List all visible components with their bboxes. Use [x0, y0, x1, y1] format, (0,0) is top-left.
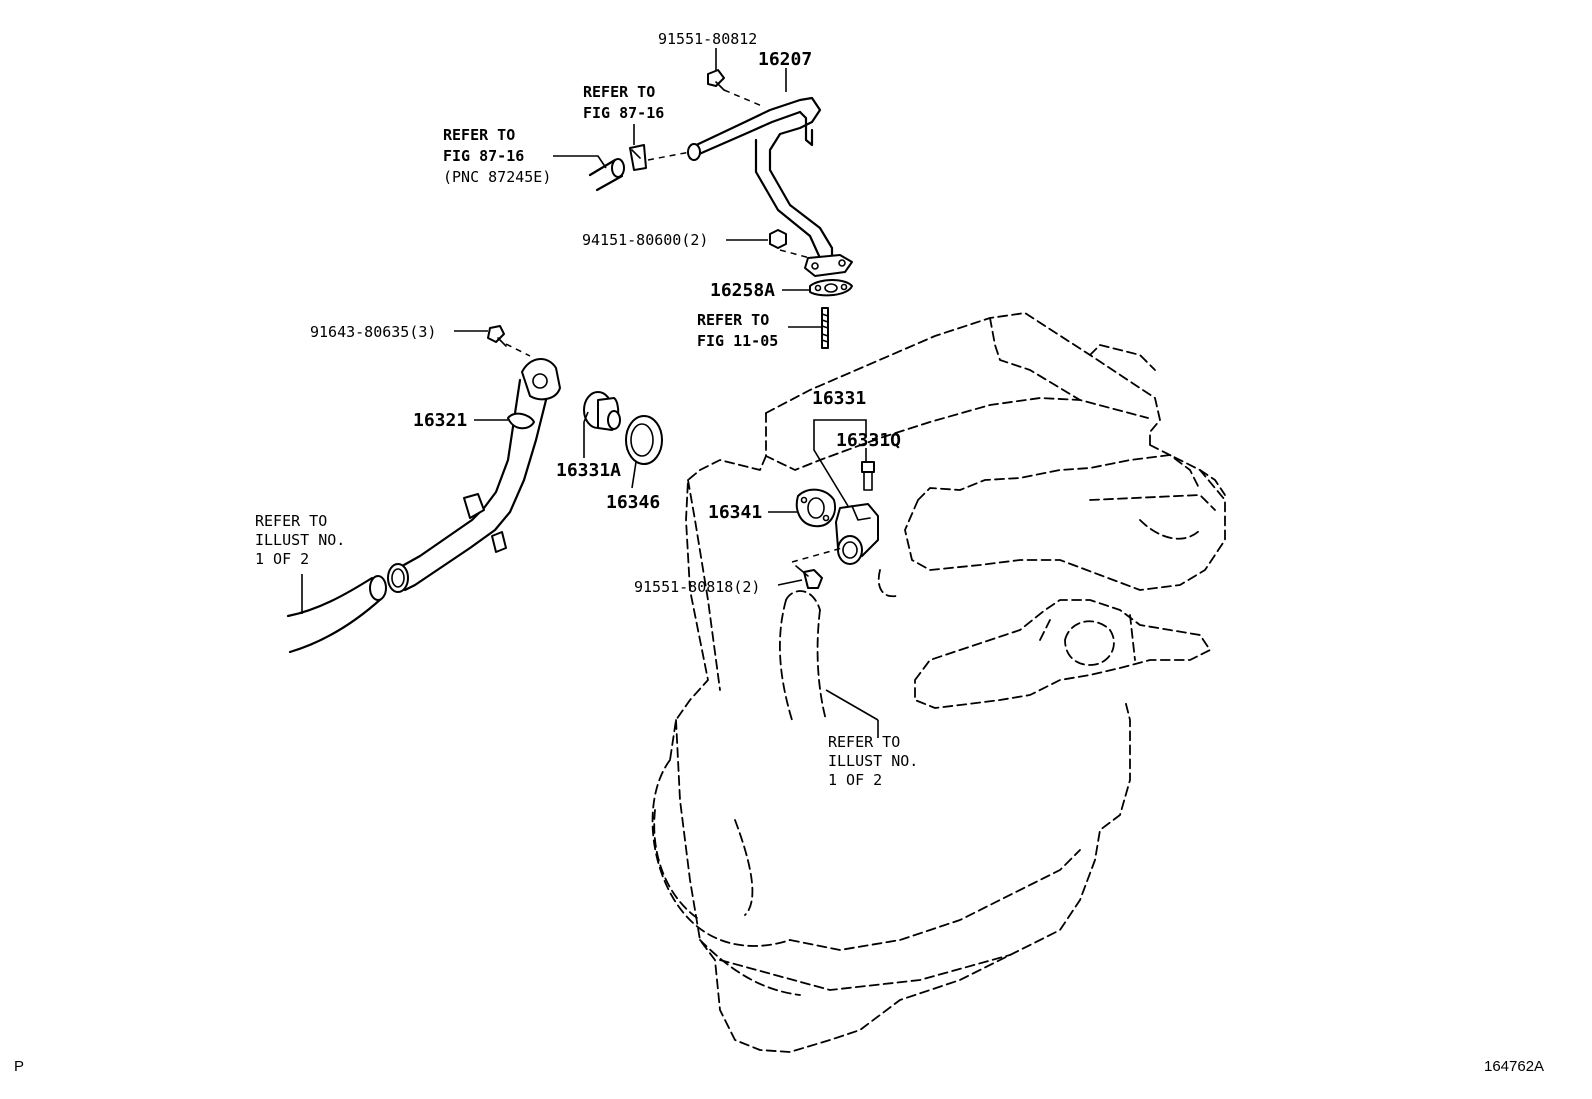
label-16331A: 16331A — [556, 460, 621, 481]
hose-fig-87-16 — [588, 158, 625, 192]
svg-text:REFER TO: REFER TO — [443, 126, 515, 144]
gasket-16346 — [625, 415, 663, 465]
label-16321: 16321 — [413, 410, 467, 431]
reference-note-fig-11-05: REFER TO FIG 11-05 — [697, 311, 778, 350]
label-16207: 16207 — [758, 49, 812, 70]
illustration-id: 164762A — [1484, 1058, 1544, 1075]
bolt-91551-80818 — [795, 565, 823, 589]
label-91551-80818: 91551-80818(2) — [634, 578, 760, 596]
svg-text:1 OF 2: 1 OF 2 — [255, 550, 309, 568]
svg-text:REFER TO: REFER TO — [697, 311, 769, 329]
label-16346: 16346 — [606, 492, 660, 513]
bypass-pipe-16207 — [687, 96, 853, 277]
svg-text:FIG 87-16: FIG 87-16 — [443, 147, 524, 165]
reference-note-fig-87-16-hose: REFER TO FIG 87-16 (PNC 87245E) — [443, 126, 551, 186]
label-94151-80600: 94151-80600(2) — [582, 231, 708, 249]
bolt-91551-80812 — [707, 69, 725, 91]
svg-text:ILLUST NO.: ILLUST NO. — [828, 752, 918, 770]
gasket-16258A — [809, 279, 853, 297]
nut-94151-80600 — [769, 229, 787, 249]
svg-text:(PNC 87245E): (PNC 87245E) — [443, 168, 551, 186]
svg-text:ILLUST NO.: ILLUST NO. — [255, 531, 345, 549]
svg-text:REFER TO: REFER TO — [583, 83, 655, 101]
part-number-labels: 91551-80812 16207 94151-80600(2) 16258A … — [310, 30, 901, 596]
engine-block-outline — [651, 312, 1226, 1053]
label-16341: 16341 — [708, 502, 762, 523]
svg-text:FIG 11-05: FIG 11-05 — [697, 332, 778, 350]
gasket-16321 — [507, 412, 535, 430]
corner-marker: P — [14, 1058, 24, 1075]
hose-illust-left — [286, 575, 387, 654]
gasket-16341 — [795, 488, 836, 528]
plug-16331Q — [861, 461, 875, 491]
svg-text:1 OF 2: 1 OF 2 — [828, 771, 882, 789]
label-16331: 16331 — [812, 388, 866, 409]
reference-note-illust-left: REFER TO ILLUST NO. 1 OF 2 — [255, 512, 345, 568]
leader-lines — [301, 48, 879, 738]
water-inlet-pipe — [387, 358, 561, 593]
bolt-91643-80635 — [487, 325, 507, 347]
water-outlet-housing-16331 — [835, 503, 879, 565]
stud-fig-11-05 — [821, 307, 829, 349]
reference-note-fig-87-16-clamp: REFER TO FIG 87-16 — [583, 83, 664, 122]
label-91551-80812: 91551-80812 — [658, 30, 757, 48]
label-16258A: 16258A — [710, 280, 775, 301]
svg-text:REFER TO: REFER TO — [828, 733, 900, 751]
label-16331Q: 16331Q — [836, 430, 901, 451]
reference-note-illust-bottom: REFER TO ILLUST NO. 1 OF 2 — [828, 733, 918, 789]
svg-text:REFER TO: REFER TO — [255, 512, 327, 530]
clamp-fig-87-16 — [629, 144, 647, 171]
label-91643-80635: 91643-80635(3) — [310, 323, 436, 341]
svg-text:FIG 87-16: FIG 87-16 — [583, 104, 664, 122]
thermostat-16331A — [583, 391, 621, 431]
